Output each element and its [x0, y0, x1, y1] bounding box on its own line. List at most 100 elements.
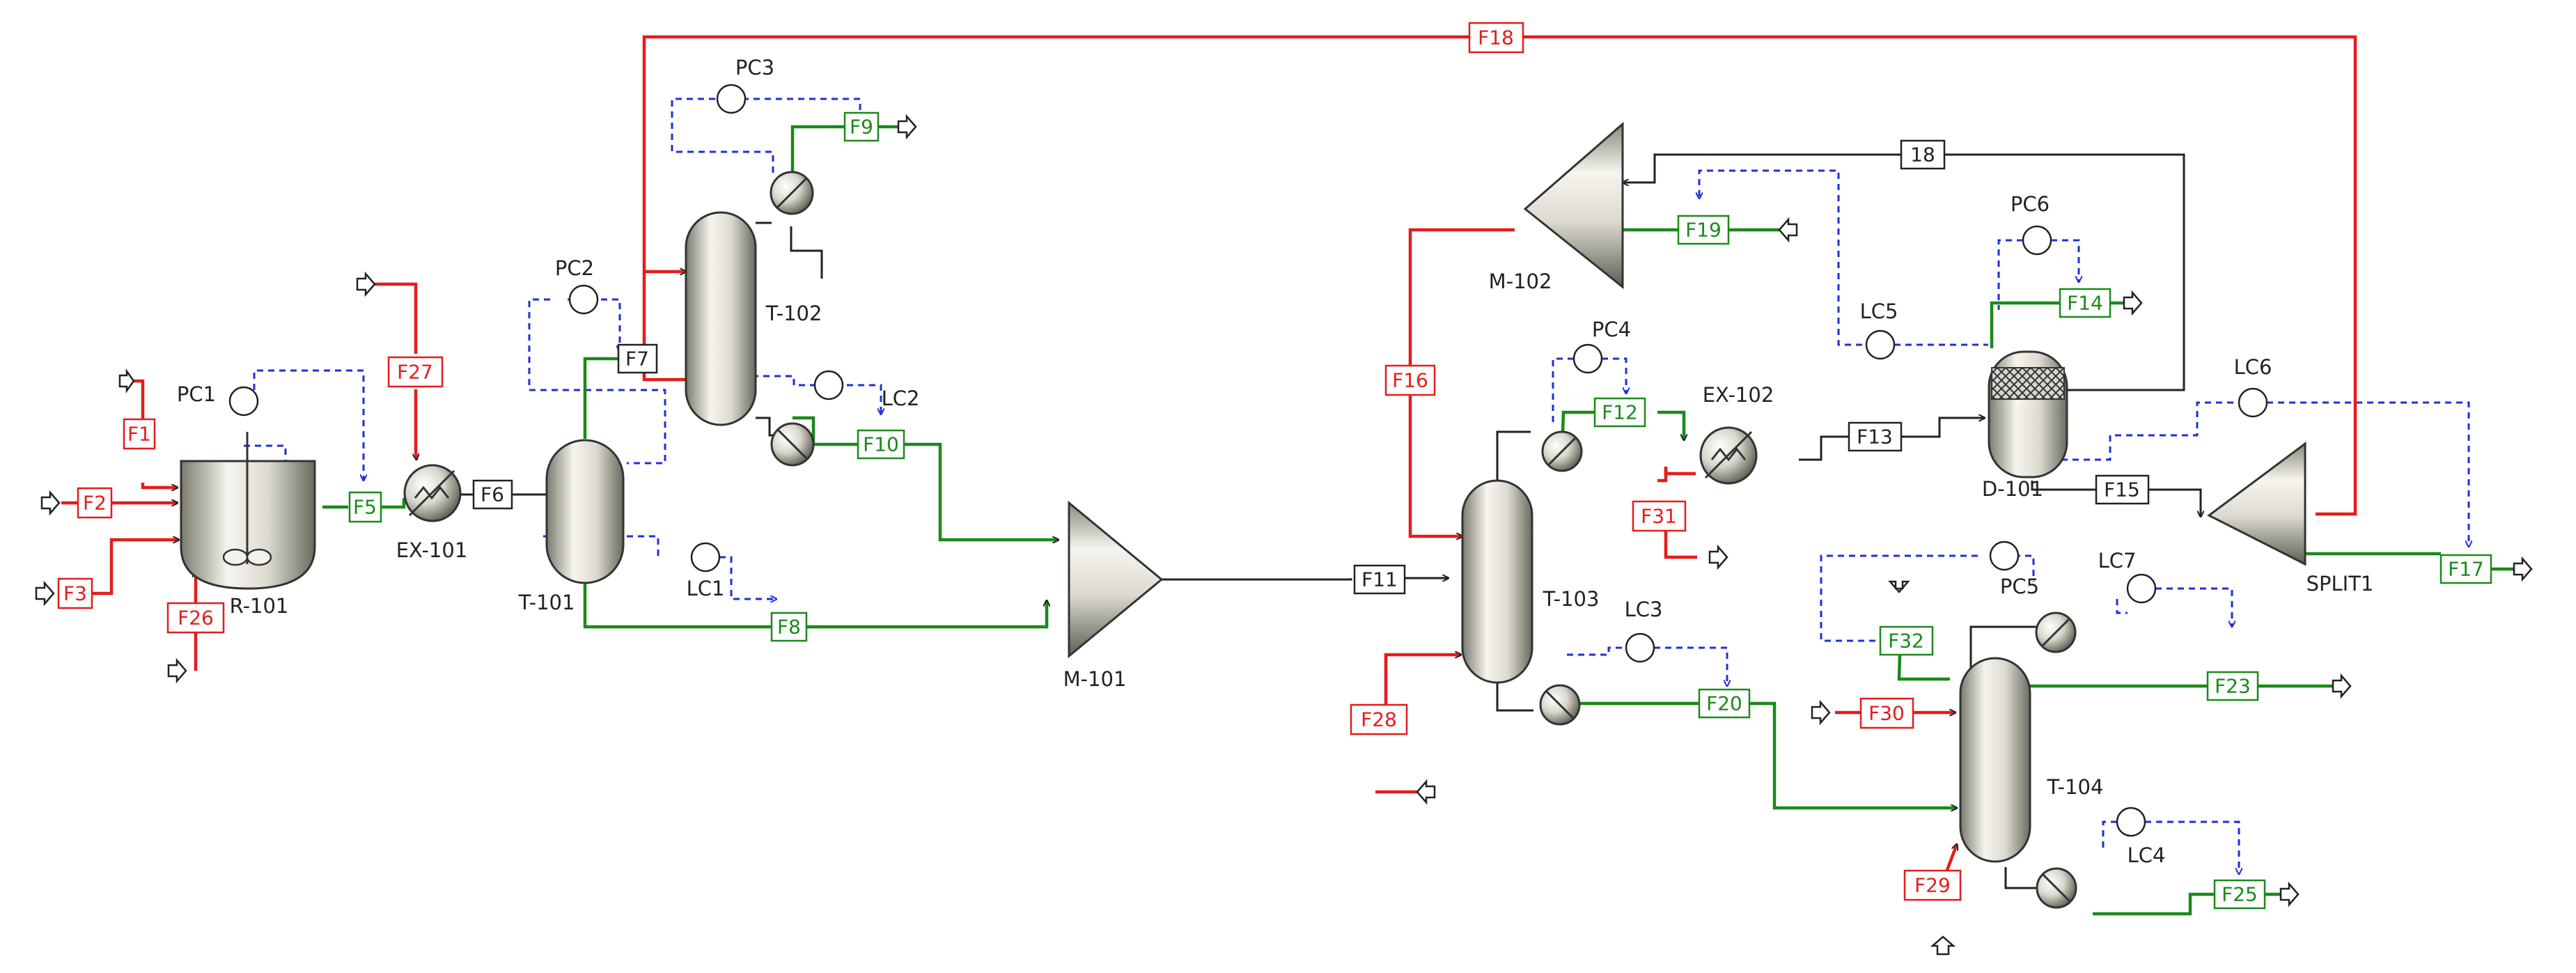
unit-label-t-102: T-102	[765, 302, 822, 325]
controller-pc1[interactable]	[228, 386, 259, 417]
terminal-arrow[interactable]	[1811, 699, 1831, 726]
stream-label-f8: F8	[777, 616, 801, 639]
reboiler-t-104[interactable]	[2036, 867, 2077, 909]
controller-lc6[interactable]	[2238, 387, 2268, 418]
controller-pc4[interactable]	[1572, 343, 1603, 374]
controller-pc2[interactable]	[568, 284, 599, 315]
terminal-arrow[interactable]	[35, 580, 55, 607]
controller-label-lc5: LC5	[1860, 299, 1898, 323]
terminal-arrow[interactable]	[1930, 935, 1956, 956]
terminal-arrow[interactable]	[2279, 881, 2300, 908]
controller-label-lc7: LC7	[2098, 549, 2137, 573]
controller-lc7[interactable]	[2126, 573, 2157, 604]
controller-lc5[interactable]	[1865, 329, 1896, 360]
controller-label-lc3: LC3	[1625, 598, 1663, 621]
controller-pc5[interactable]	[1989, 540, 2020, 571]
stream-label-f3: F3	[63, 582, 87, 605]
heat-exchanger-ex-102[interactable]	[1699, 426, 1758, 485]
stream-label-f14: F14	[2067, 292, 2103, 315]
controller-label-pc1: PC1	[177, 382, 216, 406]
controller-label-lc6: LC6	[2234, 355, 2272, 379]
unit-label-m-101: M-101	[1063, 667, 1127, 691]
stream-label-f12: F12	[1602, 401, 1638, 424]
stream-label-18: 18	[1910, 143, 1935, 166]
stream-label-f15: F15	[2104, 478, 2140, 501]
stream-label-f23: F23	[2215, 675, 2251, 698]
controller-label-lc4: LC4	[2128, 843, 2166, 867]
stream-label-f5: F5	[353, 496, 377, 519]
controller-label-pc5: PC5	[2000, 575, 2039, 598]
stream-label-f17: F17	[2448, 558, 2484, 581]
terminal-arrow[interactable]	[1708, 544, 1728, 570]
stream-label-f18: F18	[1478, 26, 1514, 49]
reactor-r-101[interactable]	[180, 432, 316, 590]
controller-label-pc2: PC2	[555, 256, 594, 280]
reboiler-t-102[interactable]	[770, 422, 815, 467]
unit-label-t-103: T-103	[1543, 587, 1600, 611]
unit-label-m-102: M-102	[1489, 270, 1552, 293]
controller-lc3[interactable]	[1625, 632, 1655, 663]
terminal-arrow[interactable]	[118, 368, 135, 394]
stream-label-f9: F9	[850, 116, 873, 139]
terminal-arrow[interactable]	[1778, 217, 1798, 243]
stream-label-f7: F7	[625, 348, 649, 371]
controller-label-lc2: LC2	[882, 387, 920, 410]
controller-label-pc4: PC4	[1592, 318, 1631, 341]
controller-pc6[interactable]	[2022, 225, 2052, 256]
condenser-t-102[interactable]	[770, 171, 814, 215]
terminal-arrow[interactable]	[1416, 779, 1436, 805]
unit-label-ex-101: EX-101	[396, 538, 468, 562]
stream-label-f29: F29	[1914, 874, 1951, 897]
column-t-104[interactable]	[1959, 657, 2031, 863]
terminal-arrow[interactable]	[167, 657, 187, 684]
column-t-101[interactable]	[545, 439, 625, 584]
heat-exchanger-ex-101[interactable]	[403, 464, 462, 522]
controller-label-lc1: LC1	[687, 577, 725, 600]
controller-lc1[interactable]	[690, 542, 721, 573]
stream-label-f28: F28	[1361, 708, 1397, 731]
unit-label-t-104: T-104	[2047, 775, 2104, 799]
stream-label-f6: F6	[481, 483, 504, 506]
terminal-arrow[interactable]	[897, 114, 917, 140]
control-signal-lines	[244, 98, 2469, 874]
stream-label-f27: F27	[397, 361, 433, 384]
stream-label-f20: F20	[1706, 692, 1742, 715]
unit-label-r-101: R-101	[230, 594, 289, 618]
unit-label-d-101: D-101	[1982, 477, 2043, 501]
terminal-arrow[interactable]	[2332, 673, 2352, 699]
controller-lc2[interactable]	[813, 370, 844, 400]
terminal-arrow[interactable]	[2513, 556, 2533, 582]
terminal-arrow[interactable]	[40, 490, 61, 516]
reboiler-t-103[interactable]	[1539, 684, 1581, 726]
controller-label-pc6: PC6	[2011, 192, 2050, 216]
stream-label-f11: F11	[1361, 568, 1398, 591]
stream-label-f26: F26	[178, 607, 214, 630]
column-t-103[interactable]	[1461, 479, 1533, 684]
controller-label-pc3: PC3	[735, 56, 774, 79]
stream-label-f2: F2	[83, 492, 107, 515]
process-lines-product	[322, 125, 2514, 916]
stream-label-f19: F19	[1685, 219, 1722, 242]
terminal-arrow[interactable]	[2123, 290, 2143, 316]
splitter-split1[interactable]	[2207, 442, 2306, 566]
stream-label-f1: F1	[127, 423, 151, 446]
stream-label-f13: F13	[1857, 426, 1893, 449]
unit-label-split1: SPLIT1	[2306, 572, 2374, 596]
controller-lc4[interactable]	[2116, 807, 2146, 837]
condenser-t-104[interactable]	[2035, 612, 2077, 653]
column-t-102[interactable]	[685, 211, 757, 426]
stream-label-f30: F30	[1868, 702, 1905, 725]
mixer-m-101[interactable]	[1068, 500, 1164, 659]
unit-label-t-101: T-101	[518, 591, 575, 614]
controller-pc3[interactable]	[716, 84, 747, 114]
flash-drum-d-101[interactable]	[1988, 350, 2068, 478]
stream-label-f31: F31	[1641, 505, 1677, 528]
terminal-arrow[interactable]	[356, 271, 376, 297]
stream-terminals	[35, 114, 2533, 956]
stream-label-f25: F25	[2222, 883, 2258, 906]
unit-label-ex-102: EX-102	[1703, 383, 1774, 407]
terminal-arrow[interactable]	[1888, 580, 1910, 593]
condenser-t-103[interactable]	[1541, 430, 1583, 472]
mixer-m-102[interactable]	[1523, 121, 1624, 290]
